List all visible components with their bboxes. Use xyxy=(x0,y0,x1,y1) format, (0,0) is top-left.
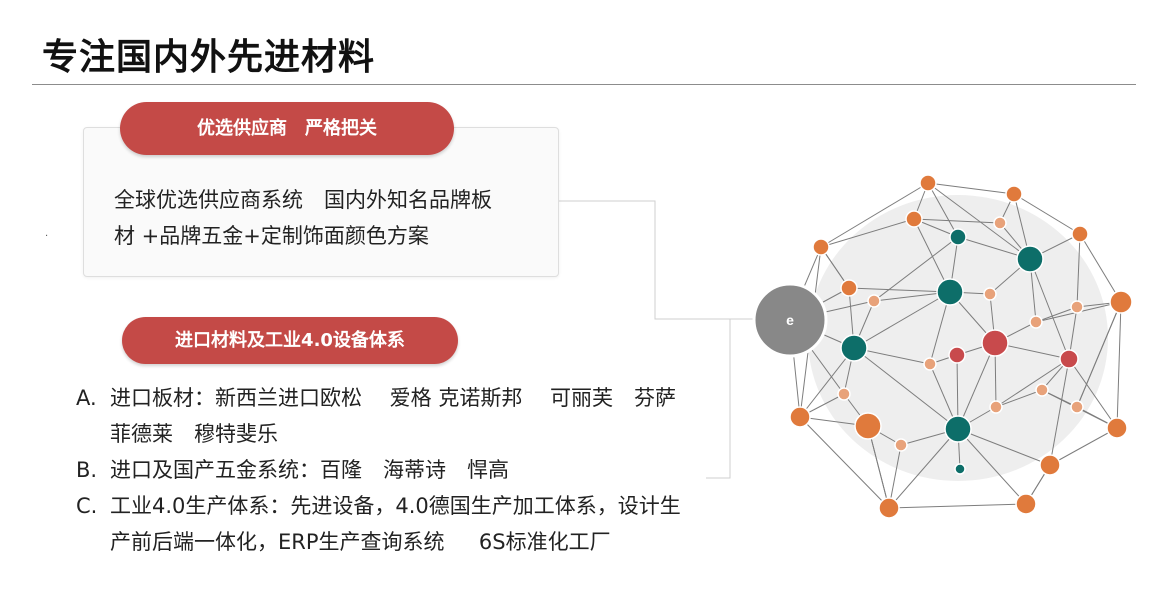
network-edge xyxy=(913,218,1001,224)
network-node xyxy=(854,412,882,440)
list-item-line: 产前后端一体化，ERP生产查询系统 6S标准化工厂 xyxy=(110,530,611,554)
network-node xyxy=(1106,417,1128,439)
network-edge xyxy=(799,416,890,509)
network-edge xyxy=(1079,233,1122,303)
materials-heading: 进口材料及工业4.0设备体系 xyxy=(122,317,458,364)
network-node xyxy=(936,278,964,306)
network-node xyxy=(983,287,997,301)
list-item-b: B. 进口及国产五金系统：百隆 海蒂诗 悍高 xyxy=(76,452,746,488)
page-title: 专注国内外先进材料 xyxy=(42,37,376,78)
network-diagram: e xyxy=(752,174,1133,519)
connector-lower xyxy=(706,318,754,479)
supplier-heading: 优选供应商 严格把关 xyxy=(120,102,454,155)
network-node xyxy=(878,497,900,519)
network-node xyxy=(949,228,967,246)
network-node xyxy=(867,294,881,308)
network-edge xyxy=(867,425,890,509)
network-edge xyxy=(1049,427,1118,466)
network-edge xyxy=(995,389,1043,408)
connector-upper xyxy=(557,200,754,320)
network-edge xyxy=(957,428,1027,505)
network-edge xyxy=(873,236,959,302)
network-node xyxy=(840,279,858,297)
network-node xyxy=(1070,300,1084,314)
network-edge xyxy=(1049,358,1070,466)
network-node xyxy=(919,174,937,192)
network-edge xyxy=(1116,301,1122,429)
network-edge xyxy=(799,347,855,418)
network-edge xyxy=(957,428,1051,466)
network-edge xyxy=(1076,301,1122,408)
network-edge xyxy=(888,503,1027,509)
hub-label: e xyxy=(786,312,794,328)
network-node xyxy=(1109,290,1133,314)
network-edge xyxy=(927,182,1031,260)
network-node xyxy=(1070,400,1084,414)
network-node xyxy=(1071,225,1089,243)
network-node xyxy=(1015,493,1037,515)
network-edge xyxy=(995,358,1070,408)
list-item-c: C. 工业4.0生产体系：先进设备，4.0德国生产加工体系，设计生 产前后端一体… xyxy=(76,488,746,560)
network-edge xyxy=(848,287,951,293)
list-item-line: 菲德莱 穆特斐乐 xyxy=(110,422,278,446)
network-node xyxy=(1059,349,1079,369)
network-node xyxy=(989,400,1003,414)
stray-dot: . xyxy=(45,228,49,239)
network-node xyxy=(1039,454,1061,476)
network-node xyxy=(837,387,851,401)
hub-node xyxy=(752,282,828,358)
network-node xyxy=(840,334,868,362)
list-marker: A. xyxy=(76,386,97,410)
network-node xyxy=(894,438,908,452)
list-item-a: A. 进口板材：新西兰进口欧松 爱格 克诺斯邦 可丽芙 芬萨 菲德莱 穆特斐乐 xyxy=(76,380,746,452)
list-marker: B. xyxy=(76,458,98,482)
network-node xyxy=(981,329,1009,357)
network-edge xyxy=(853,291,951,349)
supplier-line-1: 全球优选供应商系统 国内外知名品牌板 xyxy=(114,188,492,212)
network-edge xyxy=(888,428,959,509)
network-edge xyxy=(1029,258,1070,360)
network-node xyxy=(923,357,937,371)
network-edge xyxy=(927,182,1015,195)
list-marker: C. xyxy=(76,494,98,518)
network-node xyxy=(948,346,966,364)
title-divider xyxy=(32,84,1136,85)
network-node xyxy=(1035,383,1049,397)
materials-list: A. 进口板材：新西兰进口欧松 爱格 克诺斯邦 可丽芙 芬萨 菲德莱 穆特斐乐 … xyxy=(76,380,746,560)
network-edge xyxy=(1076,233,1081,308)
list-item-line: 工业4.0生产体系：先进设备，4.0德国生产加工体系，设计生 xyxy=(110,494,681,518)
network-edge xyxy=(927,182,959,238)
list-item-line: 进口板材：新西兰进口欧松 爱格 克诺斯邦 可丽芙 芬萨 xyxy=(110,386,677,410)
network-node xyxy=(1029,315,1043,329)
network-edge xyxy=(820,182,929,248)
list-item-line: 进口及国产五金系统：百隆 海蒂诗 悍高 xyxy=(110,458,509,482)
network-edge xyxy=(957,342,996,430)
network-node xyxy=(1016,245,1044,273)
network-node xyxy=(944,415,972,443)
network-node xyxy=(1005,185,1023,203)
network-edge xyxy=(853,347,959,430)
network-edge xyxy=(1035,306,1078,323)
network-edge xyxy=(1013,193,1081,235)
network-node xyxy=(905,210,923,228)
network-node xyxy=(993,216,1007,230)
network-edge xyxy=(820,218,915,248)
network-edge xyxy=(1068,358,1118,429)
supplier-description: 全球优选供应商系统 国内外知名品牌板 材 +品牌五金+定制饰面颜色方案 xyxy=(114,182,542,254)
network-node xyxy=(789,406,811,428)
network-node xyxy=(954,463,966,475)
supplier-line-2: 材 +品牌五金+定制饰面颜色方案 xyxy=(114,224,429,248)
network-node xyxy=(812,238,830,256)
